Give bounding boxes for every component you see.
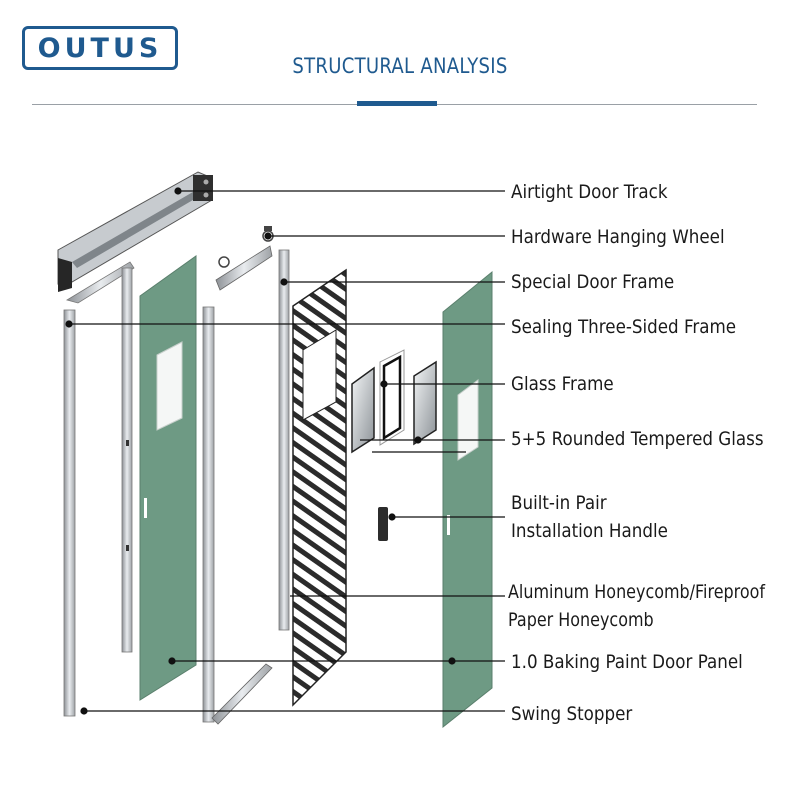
page-title: STRUCTURAL ANALYSIS: [292, 54, 508, 78]
label-installation-handle-line2: Installation Handle: [511, 520, 668, 542]
label-door-panel: 1.0 Baking Paint Door Panel: [511, 651, 743, 673]
sealing-three-sided-frame: [63, 261, 135, 717]
swing-stopper-part: [211, 663, 273, 725]
label-tempered-glass: 5+5 Rounded Tempered Glass: [511, 428, 764, 450]
honeycomb-core: [292, 268, 347, 707]
label-honeycomb-line2: Paper Honeycomb: [508, 609, 654, 631]
brand-logo-text: OUTUS: [37, 32, 163, 64]
brand-logo: OUTUS: [22, 26, 178, 70]
installation-handle-part: [378, 507, 388, 541]
left-door-panel: [139, 255, 197, 701]
title-divider-accent: [357, 101, 437, 106]
special-door-frame: [202, 249, 290, 723]
glass-assembly: [351, 349, 437, 454]
door-track: [57, 171, 213, 292]
label-honeycomb-line1: Aluminum Honeycomb/Fireproof: [508, 581, 766, 603]
label-special-door-frame: Special Door Frame: [511, 271, 675, 293]
label-airtight-door-track: Airtight Door Track: [511, 181, 668, 203]
label-hardware-hanging-wheel: Hardware Hanging Wheel: [511, 226, 725, 248]
label-sealing-three-sided-frame: Sealing Three-Sided Frame: [511, 316, 737, 338]
label-glass-frame: Glass Frame: [511, 373, 614, 395]
label-installation-handle-line1: Built-in Pair: [511, 492, 607, 514]
leader-lines: [65, 187, 505, 715]
label-swing-stopper: Swing Stopper: [511, 703, 633, 725]
